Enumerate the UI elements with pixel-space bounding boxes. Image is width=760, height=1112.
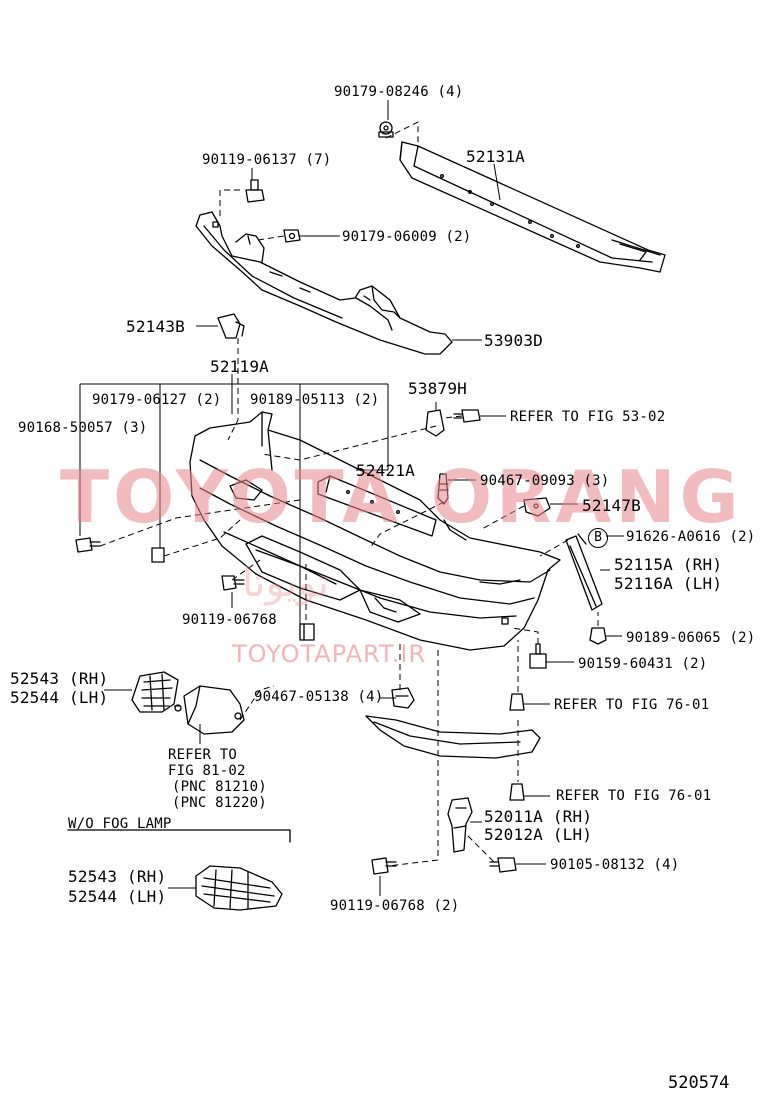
- bolt-90119-06768: [221, 575, 245, 591]
- label-52147b: 52147B: [582, 496, 641, 515]
- watermark-brand: TOYOTA ORANG: [60, 455, 743, 539]
- label-90105-08132: 90105-08132 (4): [550, 857, 680, 873]
- label-90467-09093: 90467-09093 (3): [480, 473, 610, 489]
- label-90467-05138: 90467-05138 (4): [254, 689, 384, 705]
- clip-90189-05113: [299, 623, 315, 641]
- label-52543-rh: 52543 (RH): [10, 669, 109, 688]
- stay-52011a: [447, 797, 473, 853]
- bumper-lower-retainer: [365, 715, 541, 759]
- label-52143b: 52143B: [126, 317, 185, 336]
- label-52116a: 52116A (LH): [614, 574, 723, 593]
- grille-support-53903d: [195, 211, 453, 355]
- label-52131a: 52131A: [466, 147, 525, 166]
- label-52543-rh-wo-fog: 52543 (RH): [68, 867, 167, 886]
- label-90159-60431: 90159-60431 (2): [578, 656, 708, 672]
- screw-90159-60431: [529, 643, 547, 669]
- label-90179-06127: 90179-06127 (2): [92, 392, 222, 408]
- label-52011a: 52011A (RH): [484, 807, 593, 826]
- fog-lamp-cover-upper: [131, 671, 179, 713]
- label-pnc-81220: (PNC 81220): [172, 795, 267, 811]
- watermark-url: TOYOTAPART.IR: [232, 640, 427, 668]
- label-wo-fog-lamp: W/O FOG LAMP: [68, 816, 172, 832]
- label-52544-lh-wo-fog: 52544 (LH): [68, 887, 167, 906]
- label-90179-08246: 90179-08246 (4): [334, 84, 464, 100]
- bolt-90119-06768-lower: [371, 857, 397, 875]
- clip-52143b: [217, 313, 245, 339]
- label-refer-fig-76-01-upper: REFER TO FIG 76-01: [554, 697, 710, 713]
- bolt-90119-06137: [245, 179, 265, 203]
- label-90189-05113: 90189-05113 (2): [250, 392, 380, 408]
- label-refer-to: REFER TO: [168, 747, 238, 763]
- label-91626-a0616: 91626-A0616 (2): [626, 529, 756, 545]
- label-52012a: 52012A (LH): [484, 825, 593, 844]
- label-refer-fig-76-01-lower: REFER TO FIG 76-01: [556, 788, 712, 804]
- bolt-refer-53-02: [453, 409, 481, 423]
- label-90119-06768: 90119-06768: [182, 612, 277, 628]
- label-53903d: 53903D: [484, 331, 543, 350]
- clip-90467-09093: [437, 473, 449, 505]
- label-90168-50057: 90168-50057 (3): [18, 420, 148, 436]
- screw-90168-50057: [75, 537, 101, 553]
- clip-90189-06065: [589, 627, 607, 645]
- label-90119-06768-2: 90119-06768 (2): [330, 898, 460, 914]
- retainer-52147b: [523, 497, 551, 517]
- label-53879h: 53879H: [408, 379, 467, 398]
- label-90179-06009: 90179-06009 (2): [342, 229, 472, 245]
- screw-refer-76-01-upper: [509, 693, 525, 711]
- screw-refer-76-01-lower: [509, 783, 525, 801]
- figure-number: 520574: [668, 1073, 730, 1093]
- brace-52115a: [565, 533, 603, 611]
- bolt-90105-08132: [489, 857, 517, 873]
- callout-b-circle: B: [588, 528, 608, 548]
- label-90119-06137: 90119-06137 (7): [202, 152, 332, 168]
- bracket-53879h: [425, 409, 445, 437]
- wo-fog-lamp-rule: [67, 829, 291, 843]
- label-52119a: 52119A: [210, 357, 269, 376]
- energy-absorber-52421a: [317, 475, 437, 537]
- nut-90179-06127: [151, 547, 165, 563]
- clip-90467-05138: [391, 687, 415, 709]
- reinforcement-bar-52131a: [399, 141, 666, 273]
- nut-90179-06009: [283, 229, 301, 243]
- label-pnc-81210: (PNC 81210): [172, 779, 267, 795]
- fog-lamp-cover-without-fog: [195, 865, 283, 911]
- fog-lamp-unit: [174, 685, 245, 735]
- label-52544-lh: 52544 (LH): [10, 688, 109, 707]
- label-52421a: 52421A: [356, 461, 415, 480]
- label-52115a: 52115A (RH): [614, 555, 723, 574]
- label-90189-06065: 90189-06065 (2): [626, 630, 756, 646]
- label-fig-81-02: FIG 81-02: [168, 763, 246, 779]
- label-refer-fig-53-02: REFER TO FIG 53-02: [510, 409, 666, 425]
- nut-90179-08246: [378, 121, 394, 138]
- watermark-persian: تویوتا: [242, 560, 329, 606]
